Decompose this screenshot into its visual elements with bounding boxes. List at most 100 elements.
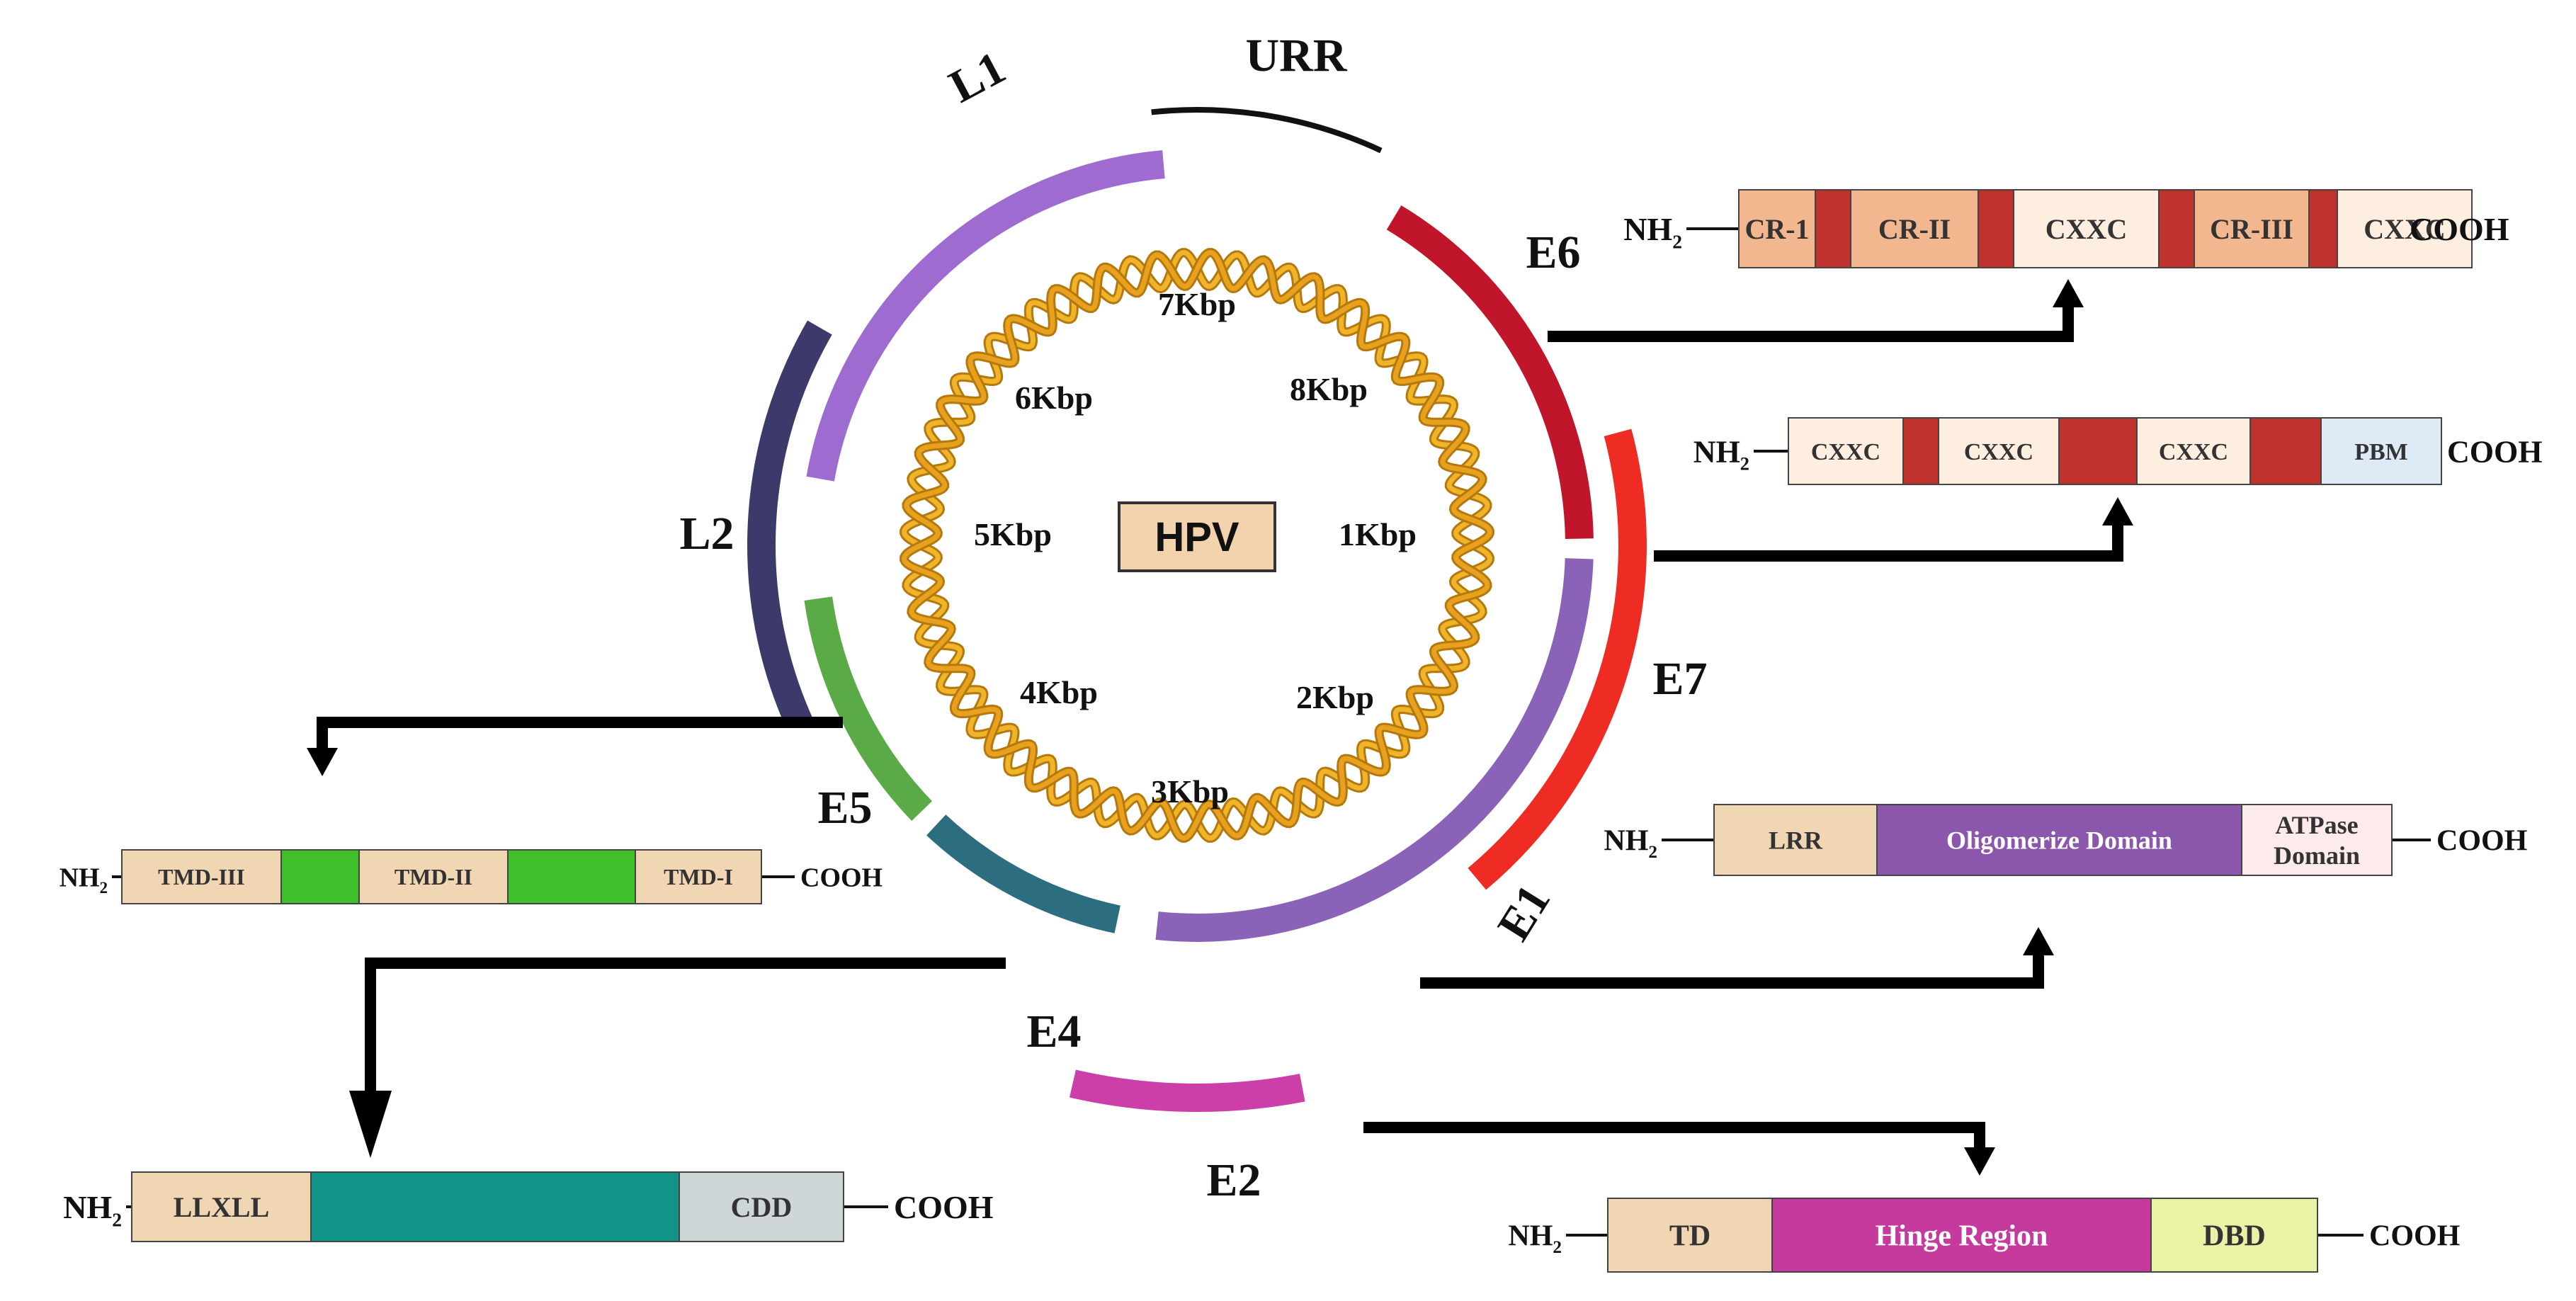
e1-domain-label: ATPase (2275, 811, 2358, 839)
e7-segment-3 (2058, 417, 2138, 485)
kbp-label-7: 7Kbp (1158, 286, 1236, 322)
e7-domain-label: CXXC (1811, 439, 1880, 465)
e1-segment-2 (2241, 804, 2393, 876)
e6-segment-7 (2308, 189, 2338, 268)
e1-arrow (1420, 953, 2044, 989)
e4-domain-label: LLXLL (174, 1191, 270, 1223)
e5-domain-label: TMD-I (664, 864, 733, 890)
e5-domain-label: TMD-II (395, 864, 472, 890)
arc-e1 (1155, 558, 1594, 942)
hpv-center-box (1118, 501, 1276, 572)
e6-n-terminus: NH2 (1623, 211, 1682, 253)
e7-segment-5 (2249, 417, 2322, 485)
gene-label-e1: E1 (1487, 876, 1560, 950)
e1-segment-0 (1713, 804, 1878, 876)
e5-c-terminus: COOH (800, 863, 883, 892)
e7-segment-6 (2320, 417, 2442, 485)
e6-domain-label: CR-II (1878, 213, 1951, 245)
e1-domain-label: Oligomerize Domain (1946, 826, 2172, 855)
e6-domain-label: CR-III (2210, 213, 2293, 245)
e5-segment-4 (635, 849, 762, 904)
e1-domain-label: LRR (1769, 826, 1823, 855)
e6-domain-label: CXXC (2046, 213, 2128, 245)
e2-segment-1 (1771, 1198, 2152, 1273)
e7-segment-4 (2136, 417, 2251, 485)
connector-arrows (307, 279, 2133, 1176)
e7-arrowhead (2102, 497, 2133, 525)
e1-segment-1 (1876, 804, 2242, 876)
e7-segment-1 (1902, 417, 1939, 485)
e6-c-terminus: COOH (2410, 211, 2509, 247)
e6-domain-label: CXXC (2364, 213, 2446, 245)
e1-n-terminus: NH2 (1604, 825, 1657, 863)
protein-e7: NH2 CXXC CXXC CXXC PBM COOH (1693, 417, 2542, 485)
gene-label-l1: L1 (941, 42, 1014, 113)
e7-domain-label: PBM (2354, 439, 2408, 465)
gene-label-urr: URR (1246, 30, 1348, 81)
e4-segment-0 (131, 1171, 312, 1242)
kbp-label-1: 1Kbp (1339, 516, 1417, 552)
e4-arrowhead (349, 1091, 392, 1158)
e5-arrow (317, 717, 843, 751)
e4-n-terminus: NH2 (63, 1189, 122, 1231)
arc-e5 (804, 596, 932, 821)
arc-e2 (1069, 1069, 1305, 1113)
arc-urr (1151, 107, 1383, 154)
e6-arrowhead (2053, 279, 2084, 307)
e7-domain-label: CXXC (2159, 439, 2228, 465)
kbp-label-3: 3Kbp (1151, 773, 1229, 809)
e7-domain-label: CXXC (1964, 439, 2033, 465)
e7-n-terminus: NH2 (1693, 434, 1749, 474)
e2-domain-label: Hinge Region (1876, 1220, 2048, 1253)
gene-label-e5: E5 (817, 782, 872, 834)
e2-arrowhead (1964, 1147, 1995, 1176)
gene-label-e4: E4 (1026, 1006, 1081, 1057)
helix-strand-b-highlight (902, 250, 1492, 841)
e2-segment-2 (2150, 1198, 2318, 1273)
e4-segment-2 (679, 1171, 844, 1242)
arc-e7 (1468, 428, 1647, 890)
e5-segment-0 (121, 849, 282, 904)
e6-segment-4 (2013, 189, 2160, 268)
kbp-label-8: 8Kbp (1290, 371, 1368, 407)
e5-segment-3 (507, 849, 636, 904)
e2-arrow (1363, 1122, 1985, 1151)
arc-e6 (1386, 205, 1594, 539)
e7-segment-2 (1938, 417, 2060, 485)
e2-n-terminus: NH2 (1508, 1220, 1562, 1258)
gene-label-e2: E2 (1206, 1154, 1261, 1206)
e2-domain-label: DBD (2203, 1220, 2266, 1253)
kbp-label-2: 2Kbp (1296, 679, 1374, 715)
kbp-label-4: 4Kbp (1020, 674, 1098, 710)
e6-segment-8 (2337, 189, 2473, 268)
e7-arrow (1654, 523, 2123, 562)
arc-l1 (806, 150, 1165, 482)
e5-n-terminus: NH2 (59, 863, 108, 897)
e4-c-terminus: COOH (894, 1189, 994, 1225)
e4-segment-1 (310, 1171, 680, 1242)
e7-c-terminus: COOH (2447, 434, 2542, 469)
kbp-label-6: 6Kbp (1015, 380, 1093, 416)
gene-arcs (747, 107, 1647, 1113)
e6-arrow (1548, 305, 2074, 342)
e6-segment-0 (1738, 189, 1816, 268)
e4-arrow (365, 958, 1006, 1094)
e1-arrowhead (2023, 927, 2054, 955)
e1-domain-label: Domain (2274, 841, 2360, 870)
e5-segment-1 (280, 849, 360, 904)
e2-c-terminus: COOH (2369, 1220, 2460, 1253)
kbp-labels: 1Kbp 2Kbp 3Kbp 4Kbp 5Kbp 6Kbp 7Kbp 8Kbp (974, 286, 1417, 809)
e6-domain-label: CR-1 (1744, 213, 1809, 245)
dna-helix-ring (900, 248, 1494, 843)
e6-segment-2 (1850, 189, 1979, 268)
arc-l2 (747, 320, 832, 729)
e5-segment-2 (358, 849, 509, 904)
e1-c-terminus: COOH (2436, 825, 2527, 858)
gene-label-l2: L2 (679, 508, 734, 559)
e4-domain-label: CDD (731, 1191, 793, 1223)
e6-segment-5 (2158, 189, 2195, 268)
